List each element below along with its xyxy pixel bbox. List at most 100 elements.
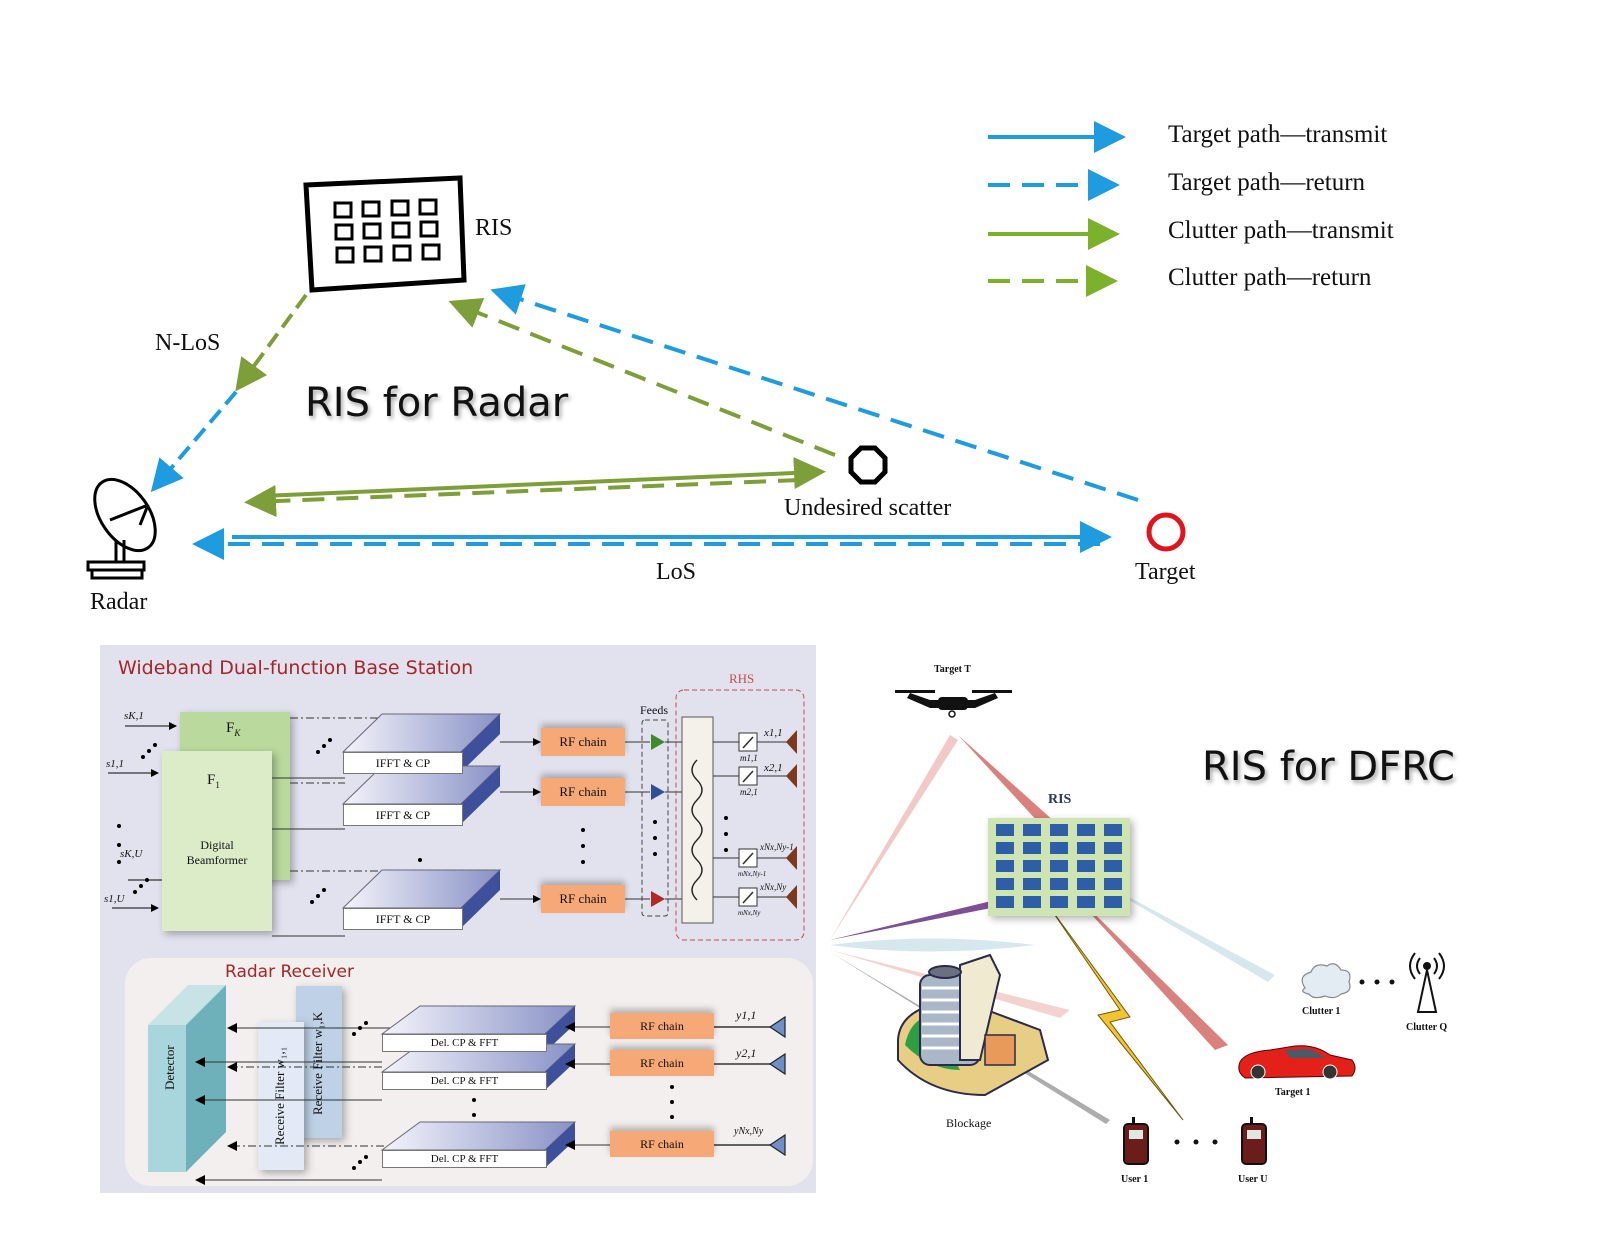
rhs-box	[675, 689, 805, 941]
ris-element	[996, 824, 1014, 836]
clutter-q-label: Clutter Q	[1406, 1022, 1448, 1033]
legend-label-clutter-transmit: Clutter path—transmit	[1168, 217, 1394, 244]
output-ynxny-label: yNx,Ny	[734, 1126, 764, 1137]
ris-element	[1077, 896, 1095, 908]
clutter-ellipsis	[1359, 979, 1395, 985]
input-s11-label: s1,1	[106, 758, 125, 770]
undesired-scatter-label: Undesired scatter	[784, 495, 952, 521]
legend-label-target-return: Target path—return	[1168, 169, 1366, 196]
target-t-label: Target T	[934, 664, 971, 675]
input-s1u-label: s1,U	[104, 893, 125, 905]
ris-element	[996, 842, 1014, 854]
user-ellipsis	[1174, 1139, 1218, 1145]
ris-element	[996, 896, 1014, 908]
los-label: LoS	[656, 559, 697, 585]
legend-label-clutter-return: Clutter path—return	[1168, 264, 1372, 291]
element-mnxny-label: mNx,Ny	[738, 909, 761, 917]
target-return-to-ris-path	[490, 284, 1139, 502]
clutter-1-label: Clutter 1	[1302, 1006, 1341, 1017]
ris-for-dfrc-title: RIS for DFRC	[1202, 744, 1455, 790]
base-station-title: Wideband Dual-function Base Station	[118, 657, 474, 679]
clutter-los-paths	[244, 457, 826, 518]
ifft-cp-label-2: IFFT & CP	[343, 804, 463, 826]
ris-label: RIS	[475, 215, 513, 241]
dfrc-ris-label: RIS	[1048, 792, 1072, 807]
ris-element	[996, 878, 1014, 890]
radar-label: Radar	[90, 589, 148, 615]
rhs-label: RHS	[729, 671, 755, 686]
filter-fk-label: FK	[226, 720, 241, 738]
feeds-box	[641, 719, 669, 917]
target-car-icon	[1238, 1045, 1356, 1080]
ris-element	[1023, 896, 1041, 908]
blockage-label: Blockage	[946, 1116, 992, 1130]
ris-element	[1077, 824, 1095, 836]
rx-rf-chain-3: RF chain	[610, 1131, 714, 1157]
nlos-label: N-LoS	[155, 330, 221, 356]
filter-f1-label: F1	[207, 772, 220, 790]
ris-element	[1050, 824, 1068, 836]
element-mnxny1-label: mNx,Ny-1	[738, 870, 767, 878]
ris-element	[996, 860, 1014, 872]
fft-label-2: Del. CP & FFT	[382, 1072, 547, 1090]
ris-element	[1023, 842, 1041, 854]
fft-block-1	[380, 1005, 577, 1052]
ris-element	[1050, 878, 1068, 890]
rx-rf-chain-2: RF chain	[610, 1050, 714, 1076]
ris-element	[1077, 842, 1095, 854]
rx-antenna-icons	[768, 1015, 786, 1157]
target-label: Target	[1135, 559, 1196, 585]
ris-element	[1050, 860, 1068, 872]
feed-icon-1	[651, 734, 665, 750]
output-y21-label: y2,1	[736, 1046, 757, 1060]
ifft-cp-label-3: IFFT & CP	[343, 908, 463, 930]
radar-dish-icon	[86, 477, 157, 580]
element-m21-label: m2,1	[740, 787, 758, 797]
ris-element	[1077, 860, 1095, 872]
feed-icon-2	[651, 784, 665, 800]
legend-label-target-transmit: Target path—transmit	[1168, 121, 1388, 148]
radar-receiver-title: Radar Receiver	[225, 962, 355, 982]
element-xnxny-label: xNx,Ny	[760, 882, 787, 892]
fft-label-3: Del. CP & FFT	[382, 1150, 547, 1168]
ris-for-radar-title: RIS for Radar	[305, 380, 569, 426]
ris-element	[1104, 842, 1122, 854]
tx-rf-chain-2: RF chain	[541, 778, 625, 806]
fft-label-1: Del. CP & FFT	[382, 1034, 547, 1052]
clutter-cloud-icon	[1301, 963, 1351, 999]
blockage-building-icon	[897, 953, 1050, 1097]
ris-element	[1023, 824, 1041, 836]
user-u-phone-icon	[1241, 1117, 1267, 1165]
nlos-path	[150, 293, 308, 493]
ris-element	[1050, 896, 1068, 908]
ifft-cp-label-1: IFFT & CP	[343, 752, 463, 774]
dfrc-ris-panel-icon	[988, 818, 1130, 916]
element-m11-label: m1,1	[740, 753, 758, 763]
ifft-block-2	[341, 765, 502, 824]
rhs-antenna-icons	[786, 730, 797, 909]
ris-element	[1023, 878, 1041, 890]
clutter-tower-icon	[1409, 952, 1445, 1013]
filter-f1-block	[162, 751, 272, 931]
rx-rf-chain-1: RF chain	[610, 1013, 714, 1039]
input-sk1-label: sK,1	[124, 710, 144, 722]
element-x11-label: x1,1	[764, 727, 783, 739]
input-sku-label: sK,U	[120, 848, 143, 860]
user-1-phone-icon	[1123, 1117, 1149, 1165]
user-1-label: User 1	[1121, 1174, 1149, 1185]
ris-for-radar-diagram	[86, 121, 1186, 580]
ris-panel-icon	[303, 175, 467, 293]
target-1-label: Target 1	[1275, 1087, 1311, 1098]
ifft-block-3	[341, 869, 502, 928]
target-los-paths	[192, 521, 1112, 560]
element-xnxny1-label: xNx,Ny-1	[760, 842, 794, 852]
ris-element	[1104, 878, 1122, 890]
ris-element	[1023, 860, 1041, 872]
feed-icon-3	[651, 891, 665, 907]
feeds-label: Feeds	[640, 703, 668, 717]
tx-rf-chain-3: RF chain	[541, 885, 625, 913]
target-marker-icon	[1146, 512, 1186, 552]
